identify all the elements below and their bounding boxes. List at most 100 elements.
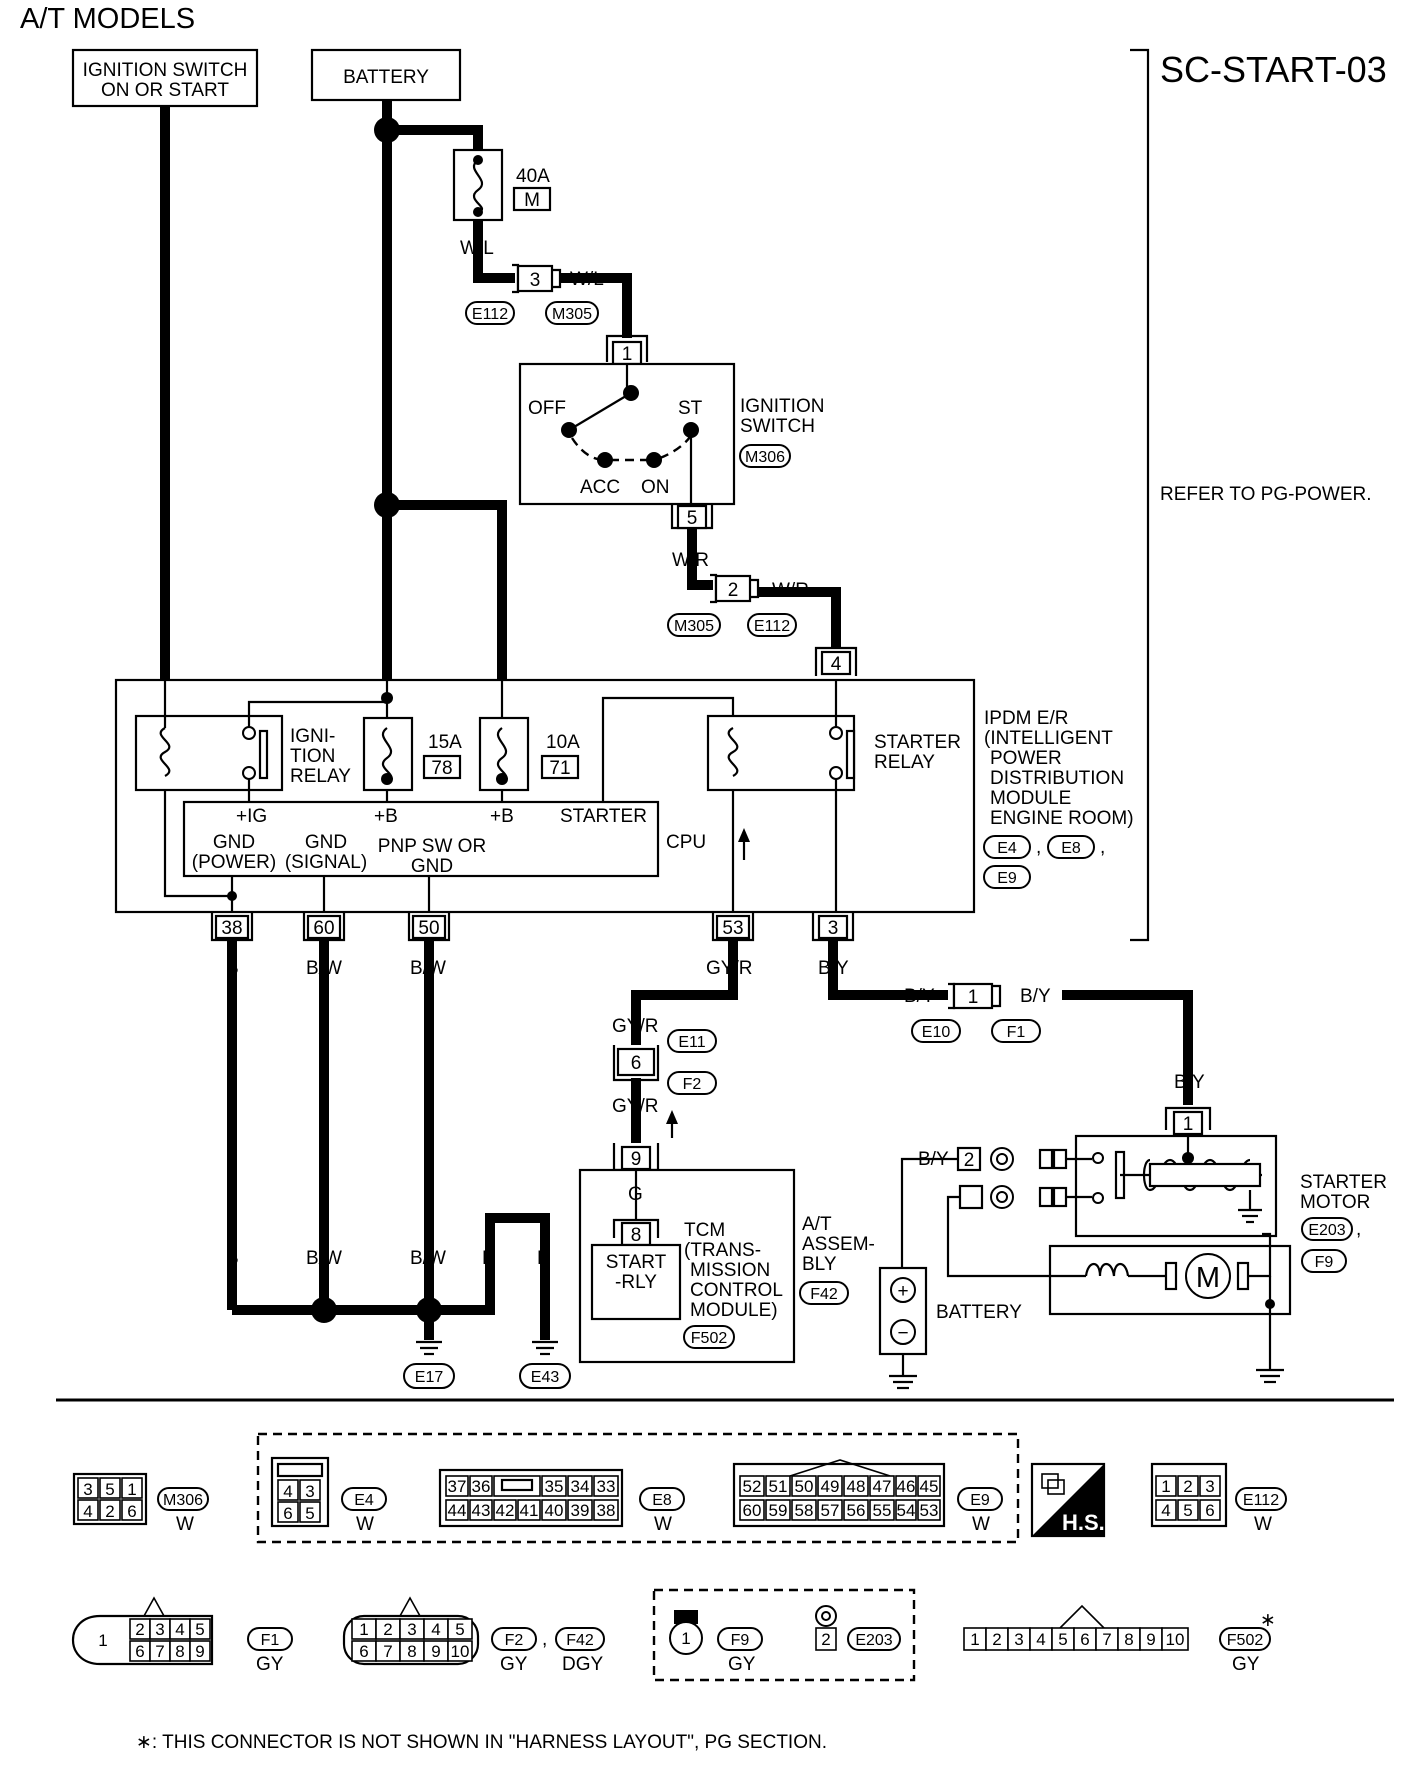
footnote: ∗: THIS CONNECTOR IS NOT SHOWN IN "HARNE… [136,1732,827,1753]
m306-cell: 1 [127,1480,136,1499]
f2-cell: 2 [383,1620,392,1639]
legend-f1-color: GY [256,1654,284,1675]
terminal-gnd-power-2: (POWER) [192,852,276,873]
at-assembly-1: A/T [802,1214,832,1235]
m306-cell: 3 [83,1480,92,1499]
ipdm-label-1: IPDM E/R [984,708,1068,729]
e8-cell: 39 [571,1501,590,1520]
wire-color-by-2: B/Y [904,986,935,1007]
m306-cell: 4 [83,1502,92,1521]
svg-text:,: , [1100,837,1105,858]
legend-e8: 37 36 35 34 33 44 43 42 41 40 39 38 E8 W [438,1468,685,1535]
legend-m306-color: W [176,1514,194,1535]
legend-f1-id: F1 [261,1632,280,1649]
tag-f1: F1 [1007,1024,1026,1041]
wire-color-bw-1: B/W [306,958,342,979]
splice-ground-1 [311,1297,337,1323]
legend-f502-star: ∗ [1260,1610,1276,1631]
ignition-relay-label1: IGNI- [290,726,335,747]
pin-2-label: 2 [728,580,739,601]
svg-text:,: , [1036,837,1041,858]
tcm-label-4: CONTROL [690,1280,783,1301]
e9-cell: 54 [897,1501,916,1520]
terminal-pnp-2: GND [411,856,453,877]
starter-motor-label-1: STARTER [1300,1172,1387,1193]
e9-cell: 56 [847,1501,866,1520]
ipdm-pin4: 4 [831,654,842,675]
wire-color-b-3: B [482,1248,495,1269]
f502-cell: 2 [992,1630,1001,1649]
wire-color-wl-2: W/L [570,269,604,290]
ipdm-label-3: POWER [990,748,1062,769]
legend-e4-color: W [356,1514,374,1535]
tcm-label-1: TCM [684,1220,725,1241]
fuse-10a-id: 71 [549,758,570,779]
f502-cell: 6 [1080,1630,1089,1649]
tag-m306: M306 [745,449,785,466]
f1-cell: 3 [155,1620,164,1639]
legend-f9-id: F9 [731,1632,750,1649]
f2-cell: 5 [455,1620,464,1639]
e9-cell: 47 [873,1477,892,1496]
e8-cell: 36 [472,1477,491,1496]
wire-color-b-4: B [537,1248,550,1269]
tag-e43: E43 [531,1369,560,1386]
e4-cell: 3 [305,1482,314,1501]
connector-tag-e10: E10 [911,1019,961,1043]
f2-cell: 4 [431,1620,440,1639]
legend-e203-id: E203 [855,1632,892,1649]
wire-color-b-1: B [226,958,239,979]
legend-e9-color: W [972,1514,990,1535]
starter-motor: B/Y 1 M STA [946,1072,1387,1384]
e4-cell: 4 [283,1482,292,1501]
wire-color-gyr-1: GY/R [706,958,752,979]
legend-e4: 4 3 6 5 E4 W [270,1456,387,1535]
tag-e112-b: E112 [754,618,790,635]
e8-cell: 42 [496,1501,515,1520]
legend-f1: 1 2 3 4 5 6 7 8 9 F1 GY [72,1596,293,1675]
terminal-b2: +B [490,806,514,827]
f1-cell: 2 [135,1620,144,1639]
legend-f1-single: 1 [98,1631,107,1650]
inline-connector-6: 6 [612,1045,660,1082]
hs-label: H.S. [1062,1510,1105,1535]
at-assembly-3: BLY [802,1254,837,1275]
tcm-label-2: (TRANS- [684,1240,761,1261]
e8-cell: 43 [472,1501,491,1520]
ground-e17: E17 [403,1340,455,1389]
e4-cell: 6 [283,1504,292,1523]
e112-cell: 4 [1161,1501,1170,1520]
legend-f502-id: F502 [1227,1632,1264,1649]
pin-53: 53 [722,918,743,939]
legend-e4-id: E4 [354,1492,374,1509]
ipdm-bottom-pins: 38 60 50 53 3 [210,912,855,942]
tag-e17: E17 [415,1369,444,1386]
tcm-label-5: MODULE) [690,1300,778,1321]
ignition-relay-label2: TION [290,746,335,767]
starter-terminal-2: 2 [910,1146,1014,1172]
m306-cell: 6 [127,1502,136,1521]
e9-cell: 60 [743,1501,762,1520]
f1-cell: 5 [195,1620,204,1639]
e9-cell: 58 [795,1501,814,1520]
e9-cell: 46 [897,1477,916,1496]
e8-cell: 44 [448,1501,467,1520]
legend-f42-color: DGY [562,1654,604,1675]
e8-cell: 33 [597,1477,616,1496]
ignition-switch-label2: SWITCH [740,416,815,437]
e112-cell: 1 [1161,1477,1170,1496]
pin-1-by: 1 [968,987,979,1008]
e9-cell: 50 [795,1477,814,1496]
fuse-15a-id: 78 [431,758,452,779]
legend-f2-id: F2 [505,1632,524,1649]
f1-cell: 4 [175,1620,184,1639]
main-wires [160,100,1193,1340]
battery-plus: + [897,1281,908,1302]
wire-color-by-3: B/Y [1020,986,1051,1007]
hs-badge: H.S. [1030,1462,1106,1538]
pin-38: 38 [221,918,242,939]
ipdm-label-2: (INTELLIGENT [984,728,1113,749]
battery-source-label: BATTERY [343,67,429,88]
ignition-source-line1: IGNITION SWITCH [83,60,248,81]
wire-color-bw-4: B/W [410,1248,446,1269]
